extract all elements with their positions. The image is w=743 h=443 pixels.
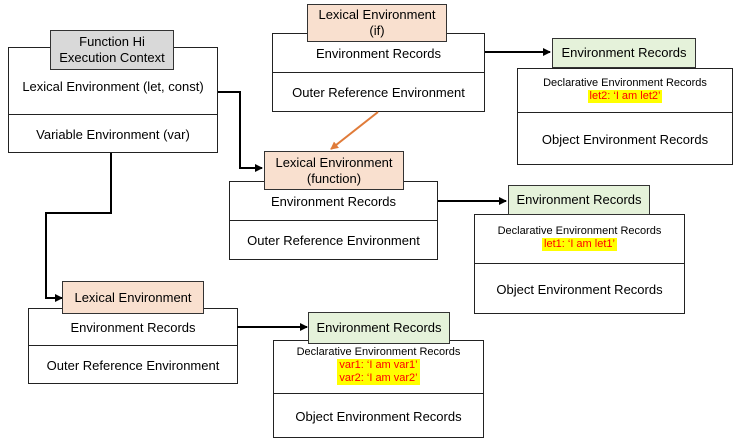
arrow-exec-to-var-lexical — [45, 153, 112, 302]
execution-context-box: Lexical Environment (let, const) Variabl… — [8, 47, 218, 153]
env-records-function-declarative: Declarative Environment Records — [497, 225, 662, 237]
env-records-var-declarative: Declarative Environment Records — [296, 346, 461, 358]
lexical-env-function-label: Lexical Environment (function) — [264, 151, 404, 190]
arrow-if-outer-to-function — [330, 111, 379, 150]
env-records-var-box: Declarative Environment Records var1: ‘I… — [273, 340, 484, 438]
env-records-function-value: let1: ‘I am let1’ — [542, 238, 617, 251]
exec-variable-environment: Variable Environment (var) — [36, 126, 190, 142]
env-records-function-object: Object Environment Records — [496, 281, 663, 297]
lexical-env-var-box: Environment Records Outer Reference Envi… — [28, 308, 238, 384]
lexical-env-if-records: Environment Records — [316, 45, 441, 61]
env-records-if-box: Declarative Environment Records let2: ‘I… — [517, 68, 733, 165]
lexical-env-var-records: Environment Records — [70, 319, 196, 335]
env-records-if-declarative: Declarative Environment Records — [543, 77, 707, 89]
arrow-exec-to-function-lexical — [218, 91, 263, 172]
lexical-env-if-box: Environment Records Outer Reference Envi… — [272, 33, 485, 112]
lexical-env-function-outer: Outer Reference Environment — [247, 233, 420, 248]
execution-context-label: Function Hi Execution Context — [50, 30, 174, 70]
lexical-env-var-outer: Outer Reference Environment — [46, 357, 220, 373]
env-records-function-box: Declarative Environment Records let1: ‘I… — [474, 214, 685, 314]
env-records-function-label: Environment Records — [508, 185, 650, 215]
lexical-env-if-label: Lexical Environment (if) — [307, 4, 447, 42]
env-records-if-label: Environment Records — [552, 38, 696, 68]
env-records-if-object: Object Environment Records — [541, 131, 709, 147]
exec-lexical-environment: Lexical Environment (let, const) — [22, 78, 204, 94]
env-records-var-value-2: var2: ‘I am var2’ — [337, 372, 420, 385]
lexical-env-function-records: Environment Records — [271, 193, 396, 209]
env-records-var-label: Environment Records — [308, 312, 450, 344]
env-records-var-object: Object Environment Records — [295, 408, 462, 424]
env-records-if-value: let2: ‘I am let2’ — [587, 90, 663, 103]
lexical-env-var-label: Lexical Environment — [62, 281, 204, 314]
lexical-env-if-outer: Outer Reference Environment — [292, 85, 465, 100]
env-records-var-value-1: var1: ‘I am var1’ — [337, 359, 420, 372]
lexical-env-function-box: Environment Records Outer Reference Envi… — [229, 181, 438, 260]
